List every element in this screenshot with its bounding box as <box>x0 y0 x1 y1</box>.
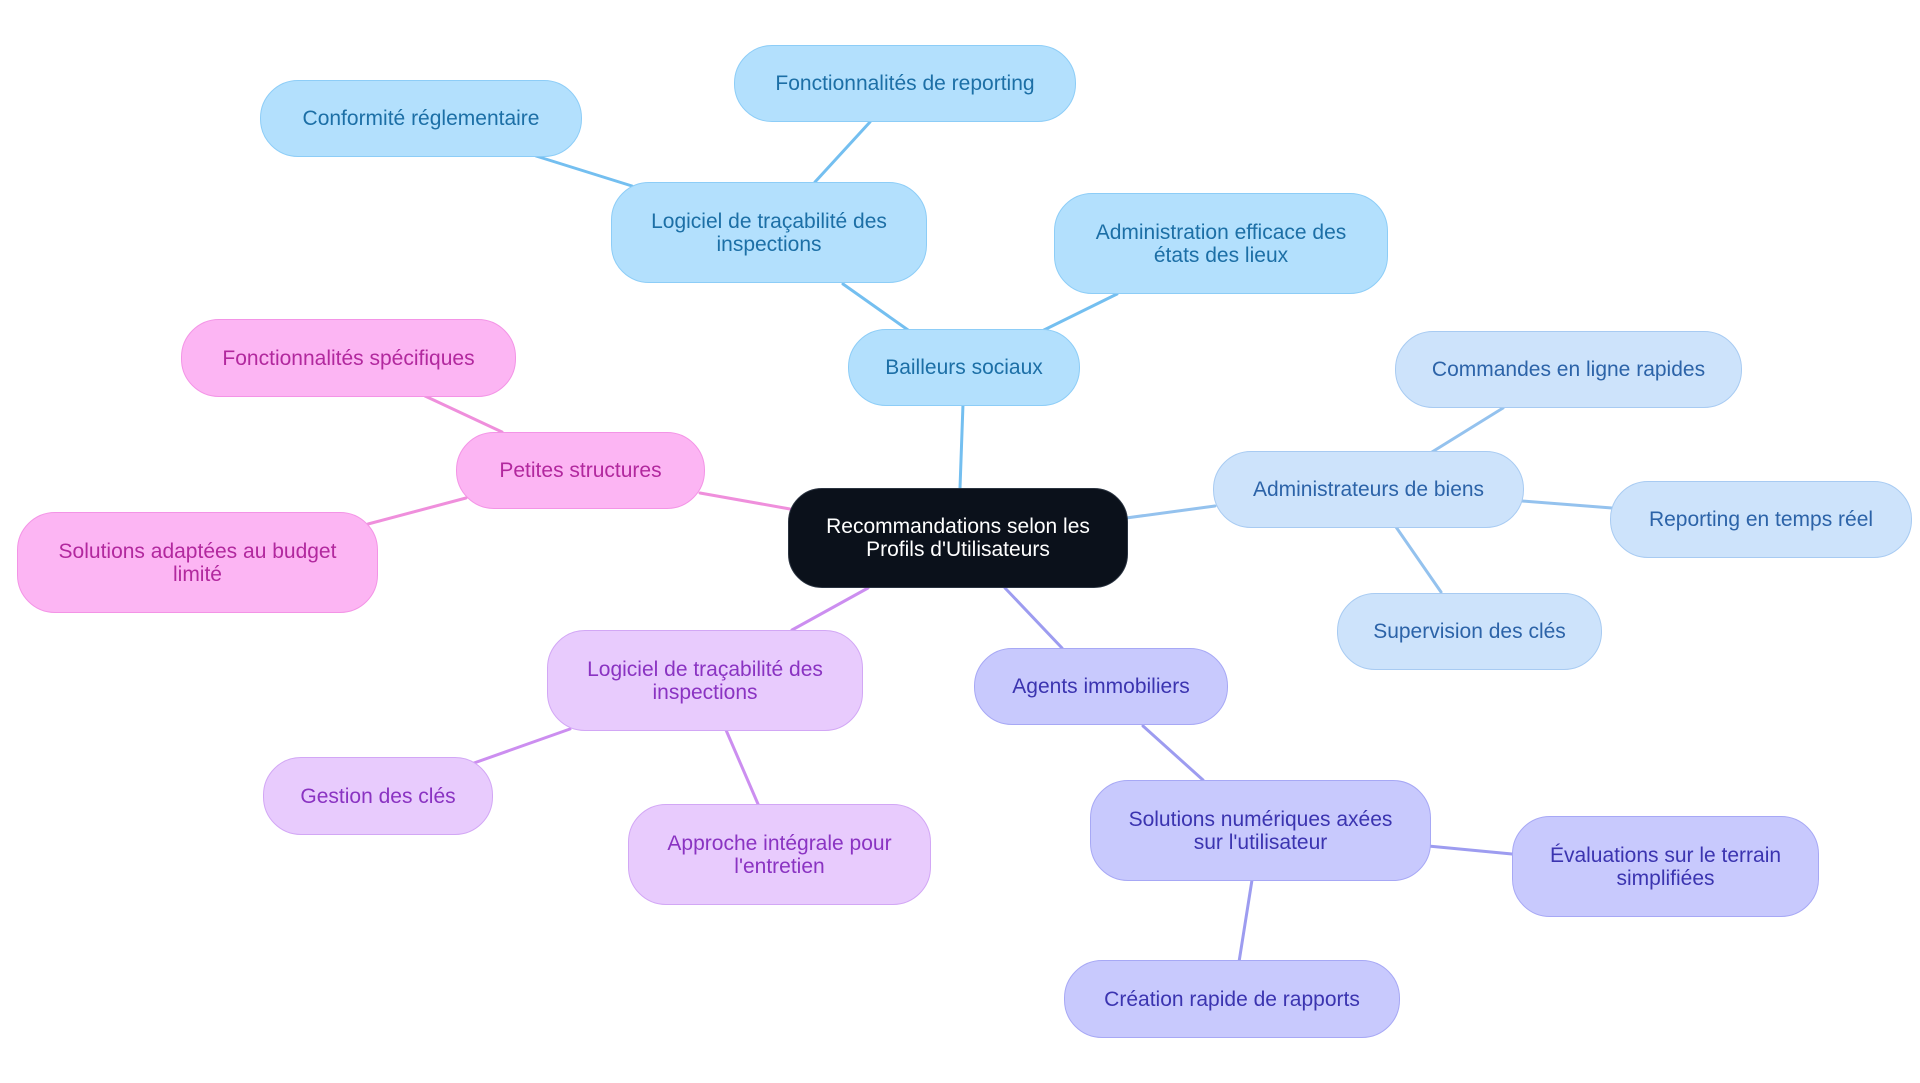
edge-root-agents <box>1003 586 1064 650</box>
edge-agents-solutions <box>1141 724 1205 782</box>
node-bailleurs-sociaux: Bailleurs sociaux <box>848 329 1080 406</box>
edge-administrateurs-reporting <box>1520 499 1614 510</box>
node-administration-etats-lieux-line1: Administration efficace des <box>1095 220 1347 244</box>
root-label-line2: Profils d'Utilisateurs <box>866 538 1050 561</box>
node-agents-immobiliers: Agents immobiliers <box>974 648 1228 725</box>
edge-bailleurs-logiciel <box>841 282 910 332</box>
node-fonctionnalites-reporting-label: Fonctionnalités de reporting <box>775 72 1035 95</box>
node-fonctionnalites-specifiques-label: Fonctionnalités spécifiques <box>222 346 475 370</box>
node-evaluations-terrain: Évaluations sur le terrain simplifiées <box>1512 816 1819 917</box>
node-petites-structures-label: Petites structures <box>499 459 662 482</box>
edge-logiciel-gestion <box>472 727 572 765</box>
node-conformite-reglementaire: Conformité réglementaire <box>260 80 582 157</box>
node-gestion-cles-label: Gestion des clés <box>300 784 456 808</box>
node-administrateurs-biens-label: Administrateurs de biens <box>1252 478 1485 501</box>
edge-administrateurs-supervision <box>1394 525 1443 594</box>
node-reporting-temps-reel-label: Reporting en temps réel <box>1648 508 1874 531</box>
node-logiciel-tracabilite-bailleurs-line2: inspections <box>716 232 822 256</box>
node-commandes-en-ligne-label: Commandes en ligne rapides <box>1431 358 1706 381</box>
node-evaluations-terrain-line2: simplifiées <box>1616 866 1715 890</box>
node-solutions-numeriques: Solutions numériques axées sur l'utilisa… <box>1090 780 1431 881</box>
node-agents-immobiliers-label: Agents immobiliers <box>1012 675 1190 698</box>
node-administrateurs-biens: Administrateurs de biens <box>1213 451 1524 528</box>
edge-solutions-creation <box>1237 878 1254 964</box>
node-creation-rapports-label: Création rapide de rapports <box>1104 987 1360 1011</box>
node-logiciel-tracabilite-inspections-line2: inspections <box>652 680 758 704</box>
edge-petites-solutions-budget <box>366 496 468 526</box>
node-gestion-cles: Gestion des clés <box>263 757 493 835</box>
node-logiciel-tracabilite-inspections-line1: Logiciel de traçabilité des <box>587 657 823 681</box>
edge-administrateurs-commandes <box>1430 406 1505 454</box>
edge-logiciel-reporting <box>813 120 872 184</box>
node-solutions-numeriques-line2: sur l'utilisateur <box>1193 830 1328 854</box>
edge-logiciel-conformite <box>534 154 634 188</box>
node-solutions-budget-limite-line1: Solutions adaptées au budget <box>58 539 337 563</box>
node-petites-structures: Petites structures <box>456 432 705 509</box>
node-supervision-cles-label: Supervision des clés <box>1373 620 1566 643</box>
node-reporting-temps-reel: Reporting en temps réel <box>1610 481 1912 558</box>
edge-petites-fonctionnalites <box>423 394 504 434</box>
edge-root-petites <box>698 491 792 511</box>
root-node: Recommandations selon les Profils d'Util… <box>788 488 1128 588</box>
edge-root-bailleurs <box>958 402 965 490</box>
node-administration-etats-lieux: Administration efficace des états des li… <box>1054 193 1388 294</box>
node-fonctionnalites-specifiques: Fonctionnalités spécifiques <box>181 319 516 397</box>
edge-bailleurs-administration <box>1042 292 1119 332</box>
node-logiciel-tracabilite-bailleurs-line1: Logiciel de traçabilité des <box>651 209 887 233</box>
edge-root-administrateurs <box>1124 504 1217 520</box>
node-logiciel-tracabilite-bailleurs: Logiciel de traçabilité des inspections <box>611 182 927 283</box>
node-conformite-reglementaire-label: Conformité réglementaire <box>302 107 540 130</box>
node-solutions-budget-limite: Solutions adaptées au budget limité <box>17 512 378 613</box>
node-approche-integrale-line1: Approche intégrale pour <box>667 831 892 855</box>
node-creation-rapports: Création rapide de rapports <box>1064 960 1400 1038</box>
root-label-line1: Recommandations selon les <box>826 515 1090 538</box>
node-logiciel-tracabilite-inspections: Logiciel de traçabilité des inspections <box>547 630 863 731</box>
node-fonctionnalites-reporting: Fonctionnalités de reporting <box>734 45 1076 122</box>
edge-root-logiciel-inspections <box>790 586 870 632</box>
node-solutions-budget-limite-line2: limité <box>172 562 222 586</box>
node-approche-integrale: Approche intégrale pour l'entretien <box>628 804 931 905</box>
node-approche-integrale-line2: l'entretien <box>734 854 825 878</box>
node-bailleurs-sociaux-label: Bailleurs sociaux <box>885 356 1043 379</box>
node-solutions-numeriques-line1: Solutions numériques axées <box>1128 807 1393 831</box>
node-evaluations-terrain-line1: Évaluations sur le terrain <box>1549 843 1782 867</box>
node-administration-etats-lieux-line2: états des lieux <box>1153 243 1289 267</box>
edge-logiciel-approche <box>724 728 760 806</box>
edge-solutions-evaluations <box>1426 844 1514 856</box>
node-supervision-cles: Supervision des clés <box>1337 593 1602 670</box>
node-commandes-en-ligne: Commandes en ligne rapides <box>1395 331 1742 408</box>
